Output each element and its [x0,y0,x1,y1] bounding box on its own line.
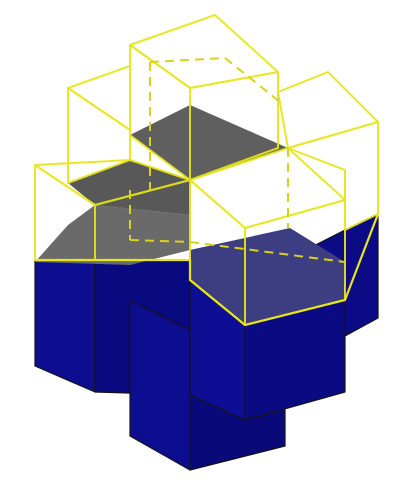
hidden-edge [189,241,346,263]
hidden-edges [129,57,346,263]
solid-blue-layer [34,213,379,471]
hidden-edge [149,57,226,63]
floor-upper [130,105,288,180]
glass-top-cube-top [129,14,279,89]
blue-cube-center-front [129,299,191,471]
blue-cube-front-left-front [34,259,96,393]
floor-left [35,205,190,265]
floor-mid [68,160,190,215]
glass-left-arm-top [67,65,131,131]
blue-cube-top-visible [190,228,345,325]
hidden-edge [224,57,281,103]
hidden-edge [129,239,191,243]
glass-right-arm-side [287,121,379,231]
shadow-floor [35,105,288,265]
glass-solid-boundary [35,213,380,327]
